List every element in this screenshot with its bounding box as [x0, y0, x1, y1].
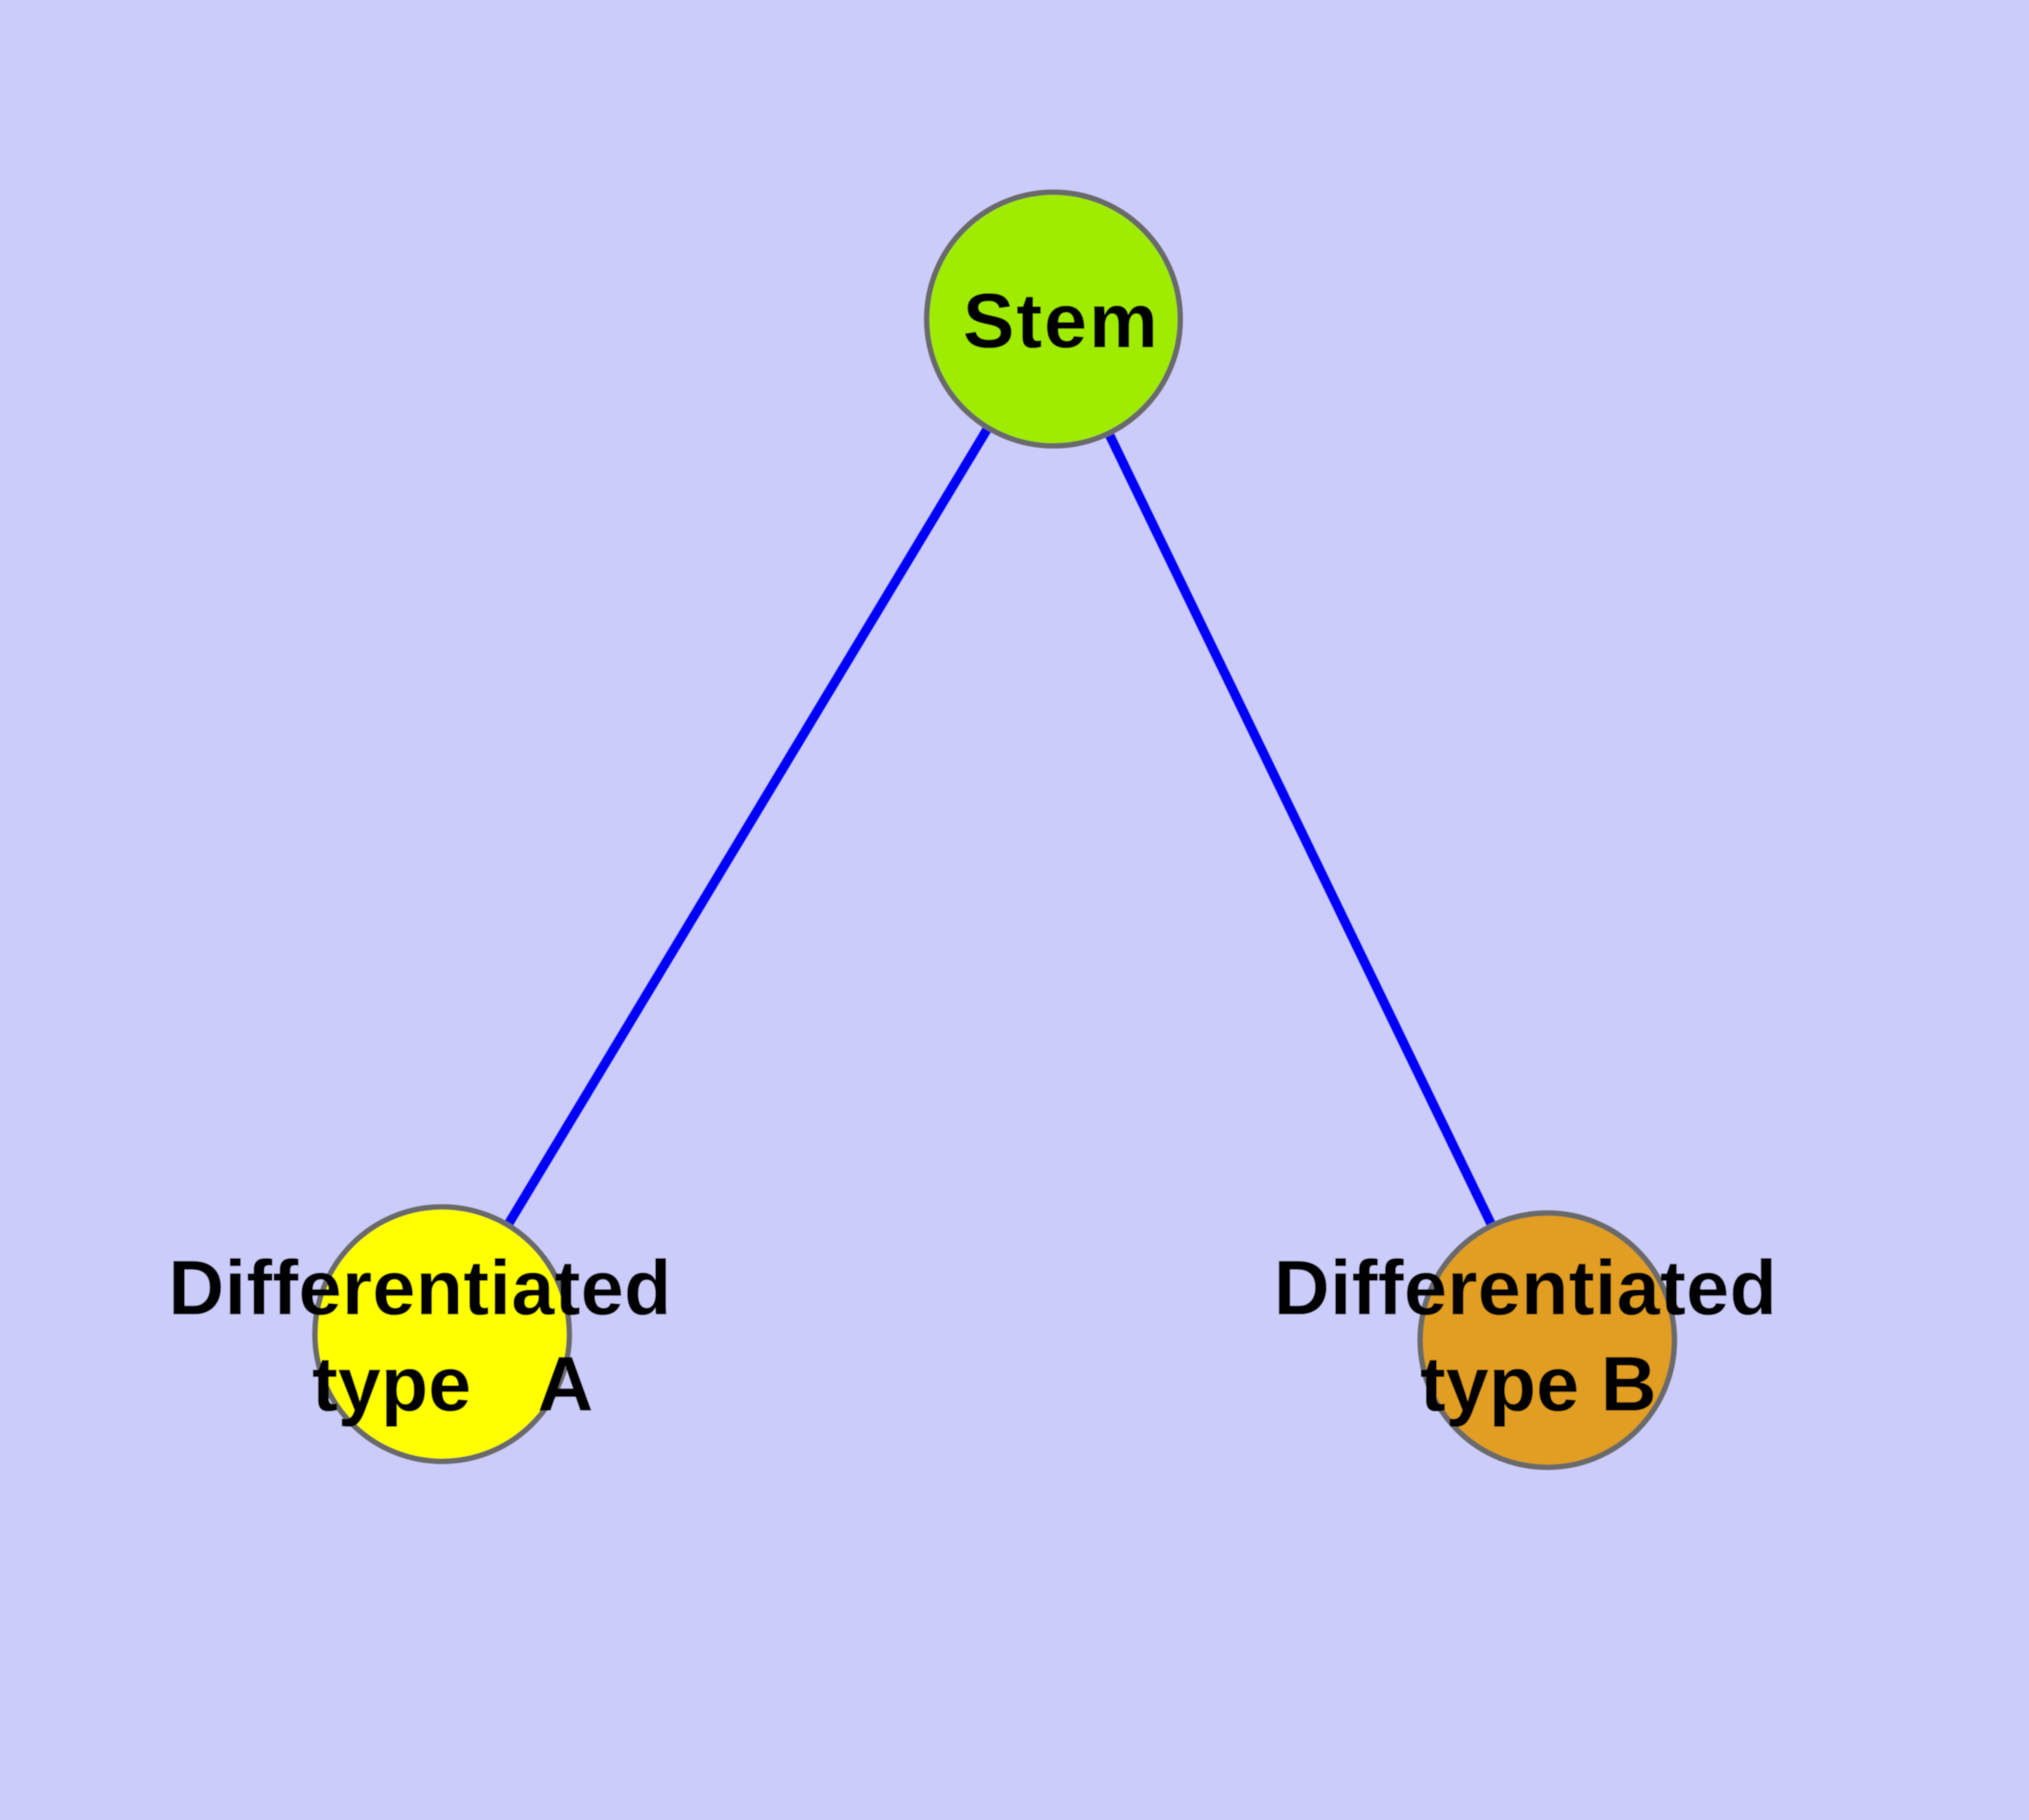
- svg-text:A: A: [538, 1342, 594, 1428]
- svg-text:Stem: Stem: [963, 278, 1159, 364]
- svg-text:Differentiated: Differentiated: [1274, 1245, 1777, 1331]
- svg-text:type B: type B: [1420, 1342, 1656, 1428]
- svg-text:Differentiated: Differentiated: [169, 1245, 672, 1331]
- svg-text:type: type: [312, 1342, 472, 1428]
